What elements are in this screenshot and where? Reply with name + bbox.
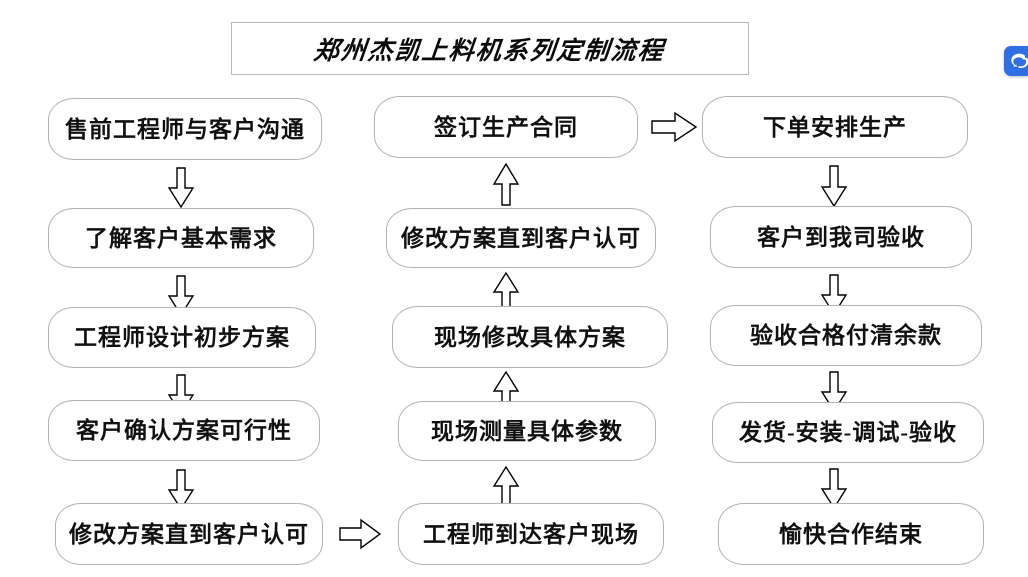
arrow-up-c2-1 xyxy=(492,162,520,206)
node-sign-production-contract[interactable]: 签订生产合同 xyxy=(374,96,638,158)
node-label: 客户确认方案可行性 xyxy=(76,418,292,443)
arrow-right-c1-to-c2 xyxy=(339,518,382,550)
node-happy-cooperation-end[interactable]: 愉快合作结束 xyxy=(718,503,984,565)
node-label: 现场修改具体方案 xyxy=(434,324,626,350)
node-onsite-revise-plan[interactable]: 现场修改具体方案 xyxy=(392,306,668,368)
node-label: 愉快合作结束 xyxy=(779,521,923,547)
node-understand-requirements[interactable]: 了解客户基本需求 xyxy=(48,208,314,268)
arrow-down-c1-4 xyxy=(167,469,195,511)
node-label: 现场测量具体参数 xyxy=(431,418,623,444)
node-place-order-arrange-production[interactable]: 下单安排生产 xyxy=(702,96,968,158)
arrow-down-c3-2 xyxy=(820,274,848,316)
arrow-down-c3-1 xyxy=(820,165,848,208)
node-presales-communication[interactable]: 售前工程师与客户沟通 xyxy=(48,98,322,160)
arrow-right-c2-to-c3 xyxy=(651,111,698,143)
node-customer-confirm-feasibility[interactable]: 客户确认方案可行性 xyxy=(48,400,320,461)
node-label: 售前工程师与客户沟通 xyxy=(65,116,305,142)
arrow-down-c1-2 xyxy=(167,275,195,317)
node-label: 签订生产合同 xyxy=(434,114,578,140)
node-pay-balance-after-acceptance[interactable]: 验收合格付清余款 xyxy=(710,305,982,366)
node-label: 工程师设计初步方案 xyxy=(74,325,290,350)
page-title: 郑州杰凯上料机系列定制流程 xyxy=(312,37,667,65)
node-design-preliminary-plan[interactable]: 工程师设计初步方案 xyxy=(48,307,316,368)
arrow-down-c3-4 xyxy=(820,468,848,510)
node-label: 发货-安装-调试-验收 xyxy=(739,420,957,445)
node-customer-inspection-at-factory[interactable]: 客户到我司验收 xyxy=(710,206,972,268)
node-label: 下单安排生产 xyxy=(763,114,907,140)
node-label: 了解客户基本需求 xyxy=(85,225,277,251)
arrow-down-c1-1 xyxy=(167,167,195,209)
arrow-up-c2-4 xyxy=(492,465,520,506)
node-onsite-measure-parameters[interactable]: 现场测量具体参数 xyxy=(398,401,656,461)
node-label: 客户到我司验收 xyxy=(757,224,925,250)
node-label: 修改方案直到客户认可 xyxy=(401,225,641,251)
node-engineer-arrives-onsite[interactable]: 工程师到达客户现场 xyxy=(398,503,664,565)
node-ship-install-debug-accept[interactable]: 发货-安装-调试-验收 xyxy=(712,402,984,463)
sogou-s-logo-icon[interactable] xyxy=(1004,46,1028,76)
node-revise-until-approved-c2[interactable]: 修改方案直到客户认可 xyxy=(386,208,656,268)
node-label: 工程师到达客户现场 xyxy=(423,521,639,547)
node-revise-until-approved-c1[interactable]: 修改方案直到客户认可 xyxy=(55,503,323,565)
node-label: 修改方案直到客户认可 xyxy=(69,521,309,547)
chart-title-box: 郑州杰凯上料机系列定制流程 xyxy=(231,22,749,75)
node-label: 验收合格付清余款 xyxy=(750,323,942,348)
arrow-down-c3-3 xyxy=(820,371,848,413)
